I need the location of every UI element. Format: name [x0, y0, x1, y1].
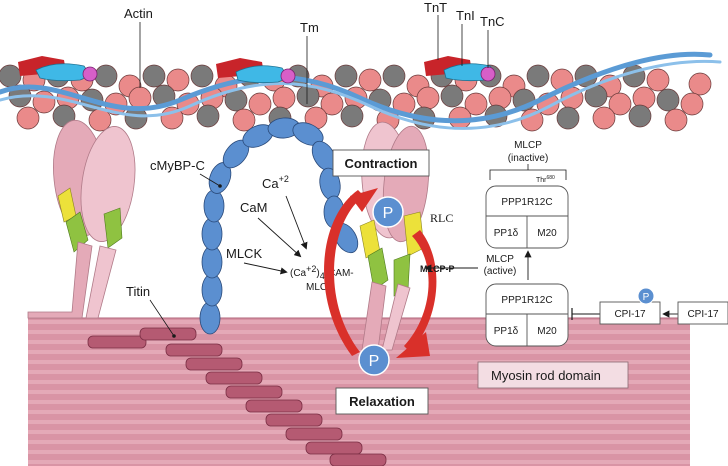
cmybpc-chain: [199, 117, 359, 335]
myosin-head-left: [27, 119, 136, 319]
svg-text:Contraction: Contraction: [345, 156, 418, 171]
thin-filament-labels: Actin Tm TnT TnI TnC: [124, 0, 505, 104]
svg-text:PP1δ: PP1δ: [494, 326, 519, 337]
svg-text:cMyBP-C: cMyBP-C: [150, 158, 205, 173]
svg-text:(inactive): (inactive): [508, 153, 549, 164]
contraction-relaxation-cycle: [324, 188, 437, 358]
cpi17-phospho-box: CPI-17 P: [571, 287, 661, 325]
svg-text:Relaxation: Relaxation: [349, 394, 415, 409]
mlcp-p-label: MLCP-P: [420, 264, 478, 274]
svg-text:TnI: TnI: [456, 8, 475, 23]
svg-text:MLCK: MLCK: [226, 246, 262, 261]
mlcp-active-complex: PPP1R12C PP1δ M20: [485, 283, 569, 347]
mlcp-active-label: MLCP (active): [484, 254, 517, 277]
svg-text:Actin: Actin: [124, 6, 153, 21]
relaxation-box: Relaxation: [335, 387, 429, 415]
contraction-box: Contraction: [332, 149, 430, 177]
ca-label: Ca+2: [262, 174, 308, 250]
svg-text:PPP1R12C: PPP1R12C: [501, 197, 552, 208]
titin-label: Titin: [126, 284, 176, 338]
svg-text:Tm: Tm: [300, 20, 319, 35]
svg-text:(active): (active): [484, 266, 517, 277]
svg-text:P: P: [643, 292, 650, 303]
svg-text:TnT: TnT: [424, 0, 447, 15]
svg-text:MLCP: MLCP: [486, 254, 514, 265]
svg-text:TnC: TnC: [480, 14, 505, 29]
svg-text:M20: M20: [537, 228, 557, 239]
rlc-label: RLC: [430, 211, 453, 225]
mlcp-inactive-label: MLCP (inactive) Thr680: [489, 140, 567, 184]
svg-text:CPI-17: CPI-17: [687, 309, 719, 320]
svg-text:PPP1R12C: PPP1R12C: [501, 295, 552, 306]
svg-text:Myosin rod domain: Myosin rod domain: [491, 368, 601, 383]
cmybpc-label: cMyBP-C: [150, 158, 222, 188]
troponin-complex-1: [18, 56, 98, 82]
svg-text:P: P: [383, 205, 394, 222]
phosphate-top: P: [372, 196, 404, 228]
svg-text:Ca+2: Ca+2: [262, 174, 289, 191]
svg-text:M20: M20: [537, 326, 557, 337]
svg-text:P: P: [369, 353, 380, 370]
troponin-complex-2: [216, 58, 296, 84]
svg-text:Titin: Titin: [126, 284, 150, 299]
troponin-complex-3: [424, 56, 496, 82]
myosin-rod-label: Myosin rod domain: [477, 361, 629, 389]
cam-label: CaM: [240, 200, 302, 258]
tropomyosin-strands: [0, 51, 722, 130]
svg-text:MLCP: MLCP: [514, 140, 542, 151]
svg-text:CaM: CaM: [240, 200, 267, 215]
svg-text:CPI-17: CPI-17: [614, 309, 646, 320]
mlcp-inactive-complex: PPP1R12C PP1δ M20: [485, 185, 569, 249]
mlck-label: MLCK: [226, 246, 288, 275]
cpi17-box: CPI-17: [662, 301, 728, 325]
svg-text:Thr680: Thr680: [536, 175, 555, 184]
titin-filament: [87, 327, 387, 466]
svg-text:MLCP-P: MLCP-P: [420, 264, 455, 274]
svg-text:MLCK: MLCK: [306, 282, 334, 293]
svg-text:(Ca+2)4-CAM-: (Ca+2)4-CAM-: [290, 264, 354, 281]
ca-cam-mlck-complex: (Ca+2)4-CAM- MLCK: [290, 264, 354, 293]
phosphate-bottom: P: [358, 344, 390, 376]
svg-text:PP1δ: PP1δ: [494, 228, 519, 239]
